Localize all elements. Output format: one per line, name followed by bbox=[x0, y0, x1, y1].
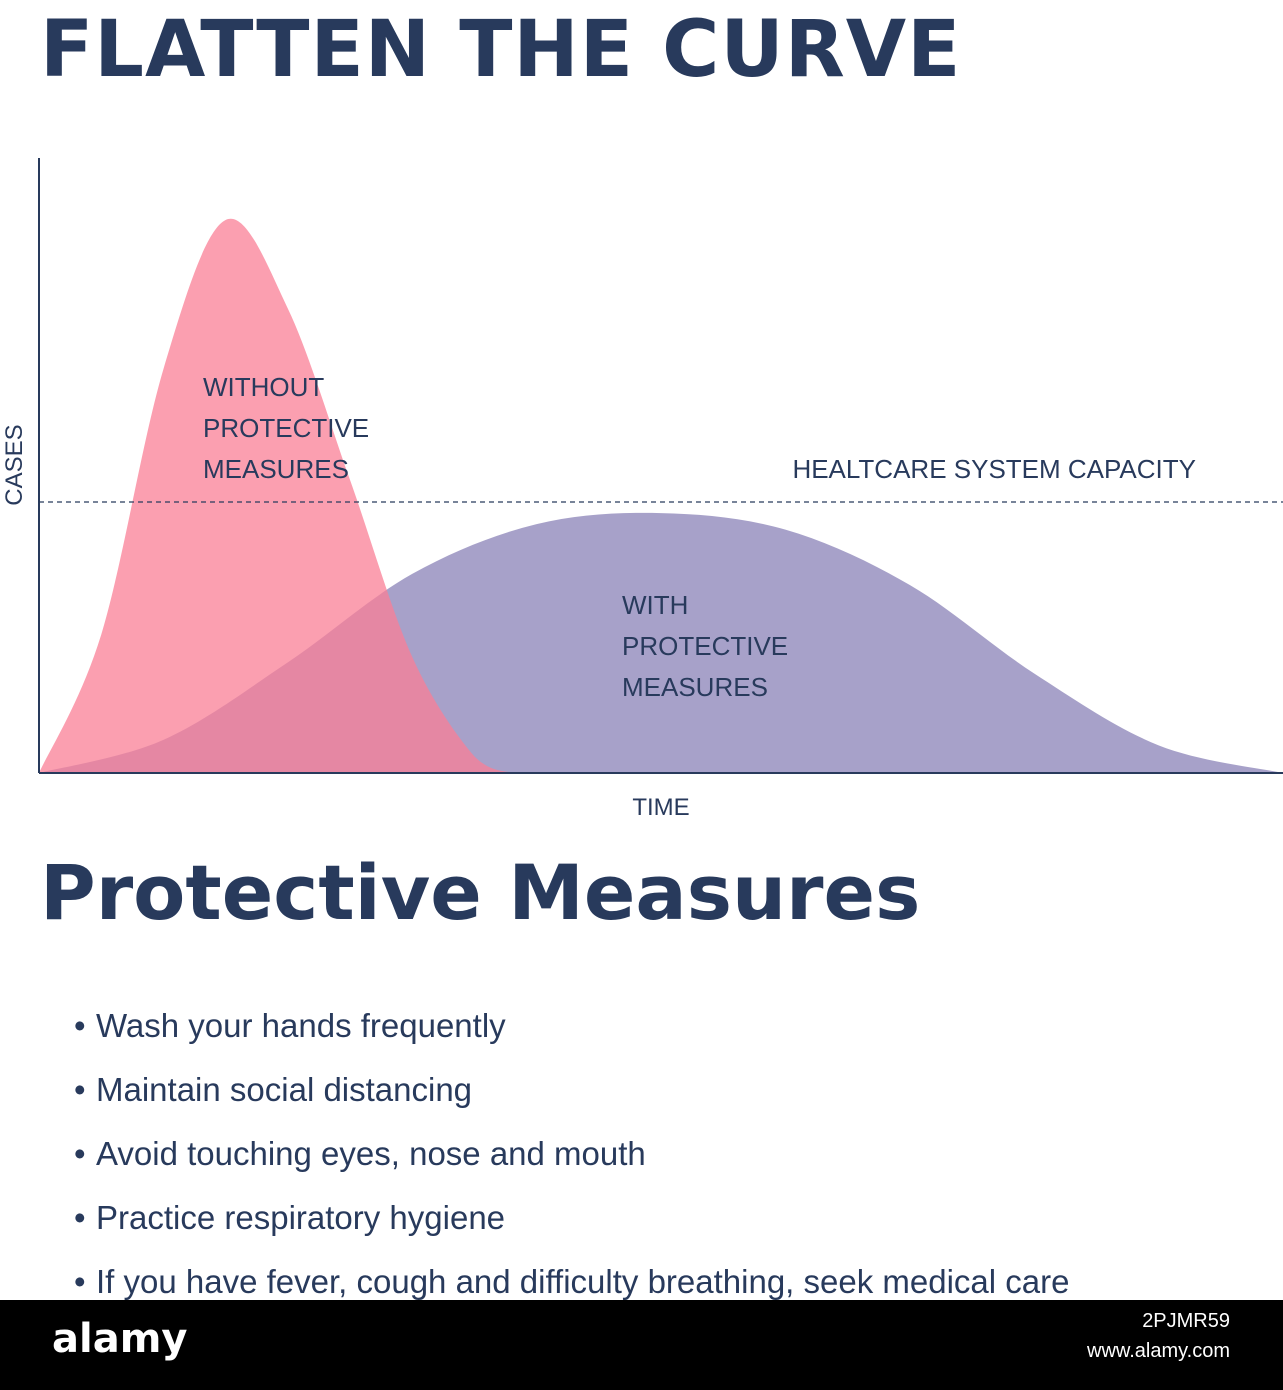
page-title: FLATTEN THE CURVE bbox=[40, 5, 962, 95]
list-item: • Practice respiratory hygiene bbox=[74, 1186, 1069, 1250]
capacity-label: HEALTCARE SYSTEM CAPACITY bbox=[792, 454, 1196, 484]
series-label-with: WITH PROTECTIVE MEASURES bbox=[622, 590, 788, 702]
list-item: • Wash your hands frequently bbox=[74, 994, 1069, 1058]
measure-text: Avoid touching eyes, nose and mouth bbox=[96, 1135, 646, 1172]
measure-text: Wash your hands frequently bbox=[96, 1007, 506, 1044]
y-axis-label: CASES bbox=[1, 424, 28, 505]
series-label-line: WITH bbox=[622, 590, 688, 620]
footer-url[interactable]: www.alamy.com bbox=[1087, 1340, 1230, 1362]
series-label-line: MEASURES bbox=[622, 672, 768, 702]
bullet: • bbox=[74, 1135, 86, 1172]
x-axis-label: TIME bbox=[632, 794, 689, 821]
image-id: 2PJMR59 bbox=[1142, 1310, 1230, 1332]
section-heading: Protective Measures bbox=[40, 848, 921, 937]
series-label-line: PROTECTIVE bbox=[622, 631, 788, 661]
measures-list: • Wash your hands frequently • Maintain so… bbox=[74, 994, 1069, 1314]
measure-text: Maintain social distancing bbox=[96, 1071, 473, 1108]
list-item: • Maintain social distancing bbox=[74, 1058, 1069, 1122]
footer-bar: alamy 2PJMR59 www.alamy.com bbox=[0, 1300, 1283, 1390]
bullet: • bbox=[74, 1263, 86, 1300]
bullet: • bbox=[74, 1071, 86, 1108]
list-item: • Avoid touching eyes, nose and mouth bbox=[74, 1122, 1069, 1186]
series-label-line: MEASURES bbox=[203, 454, 349, 484]
series-label-without: WITHOUT PROTECTIVE MEASURES bbox=[203, 372, 369, 484]
series-label-line: PROTECTIVE bbox=[203, 413, 369, 443]
series-without-area bbox=[39, 218, 512, 774]
series-layer bbox=[39, 218, 1283, 774]
bullet: • bbox=[74, 1199, 86, 1236]
alamy-logo: alamy bbox=[52, 1316, 188, 1362]
list-item: • If you have fever, cough and difficulty… bbox=[74, 1250, 1069, 1314]
flatten-curve-chart: HEALTCARE SYSTEM CAPACITY WITHOUT PROTECT… bbox=[1, 158, 1283, 821]
measure-text: If you have fever, cough and difficulty … bbox=[96, 1263, 1070, 1300]
bullet: • bbox=[74, 1007, 86, 1044]
series-label-line: WITHOUT bbox=[203, 372, 324, 402]
measure-text: Practice respiratory hygiene bbox=[96, 1199, 506, 1236]
